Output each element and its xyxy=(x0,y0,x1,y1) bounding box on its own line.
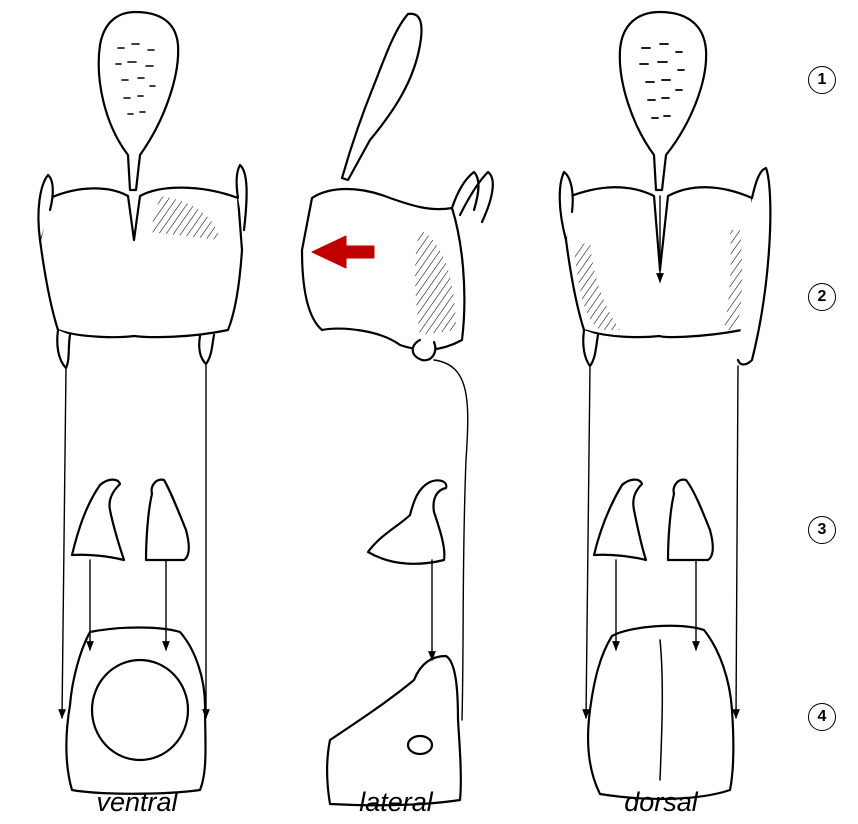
lateral-superior-horns xyxy=(452,172,493,222)
view-label-dorsal: dorsal xyxy=(561,787,761,818)
marker-4: 4 xyxy=(808,703,836,731)
dorsal-arytenoid-left xyxy=(594,480,646,560)
marker-3: 3 xyxy=(808,516,836,544)
dorsal-epiglottis xyxy=(620,12,706,190)
lateral-cricoid-facet xyxy=(408,736,432,754)
ventral-thyroid-cartilage xyxy=(40,188,242,337)
ventral-cricoid-opening xyxy=(92,660,188,760)
lateral-arytenoid xyxy=(368,480,446,563)
marker-2: 2 xyxy=(808,283,836,311)
dorsal-view xyxy=(560,12,771,799)
lateral-epiglottis xyxy=(342,14,422,180)
view-label-lateral: lateral xyxy=(296,787,496,818)
ventral-arytenoid-right xyxy=(146,480,189,560)
marker-1: 1 xyxy=(808,66,836,94)
ventral-arytenoid-left xyxy=(72,480,124,560)
dorsal-arytenoid-right xyxy=(668,480,713,560)
ventral-view xyxy=(38,12,246,794)
view-label-ventral: ventral xyxy=(37,787,237,818)
ventral-epiglottis xyxy=(99,12,178,190)
lateral-view xyxy=(302,14,493,805)
ventral-inferior-horn-right xyxy=(199,335,214,364)
lateral-inferior-horn xyxy=(413,340,436,360)
lateral-cricoid-cartilage xyxy=(327,656,461,805)
ventral-inferior-horn-left xyxy=(57,330,70,368)
dorsal-inferior-horn-left xyxy=(583,330,598,366)
